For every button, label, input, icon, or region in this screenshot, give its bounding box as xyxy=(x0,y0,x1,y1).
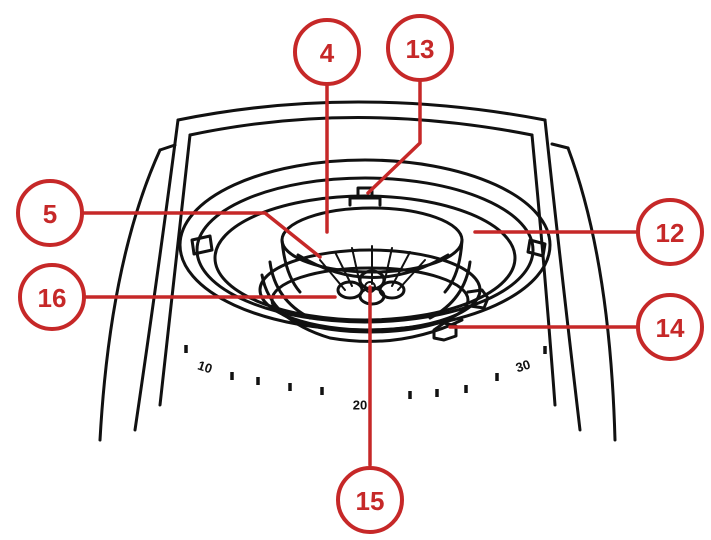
scale-label-30: 30 xyxy=(514,357,532,376)
callouts: 4 13 5 12 16 14 15 xyxy=(16,14,704,534)
leader-line-5 xyxy=(81,211,322,259)
svg-text:12: 12 xyxy=(656,218,685,248)
callout-12: 12 xyxy=(636,198,704,266)
callout-4: 4 xyxy=(293,18,361,86)
svg-text:4: 4 xyxy=(320,38,335,68)
callout-13: 13 xyxy=(386,14,454,82)
callout-5: 5 xyxy=(16,179,84,247)
leader-line-13 xyxy=(366,78,422,195)
hopper-rings xyxy=(178,158,552,332)
callout-16: 16 xyxy=(18,263,86,331)
grind-scale: 10 20 30 xyxy=(184,345,547,413)
svg-text:16: 16 xyxy=(38,283,67,313)
svg-text:5: 5 xyxy=(43,199,57,229)
svg-text:15: 15 xyxy=(356,486,385,516)
svg-text:14: 14 xyxy=(656,313,685,343)
scale-label-20: 20 xyxy=(353,398,367,413)
callout-14: 14 xyxy=(636,293,704,361)
svg-text:13: 13 xyxy=(406,34,435,64)
callout-15: 15 xyxy=(336,466,404,534)
appliance-body xyxy=(98,100,617,442)
scale-label-10: 10 xyxy=(196,358,214,377)
